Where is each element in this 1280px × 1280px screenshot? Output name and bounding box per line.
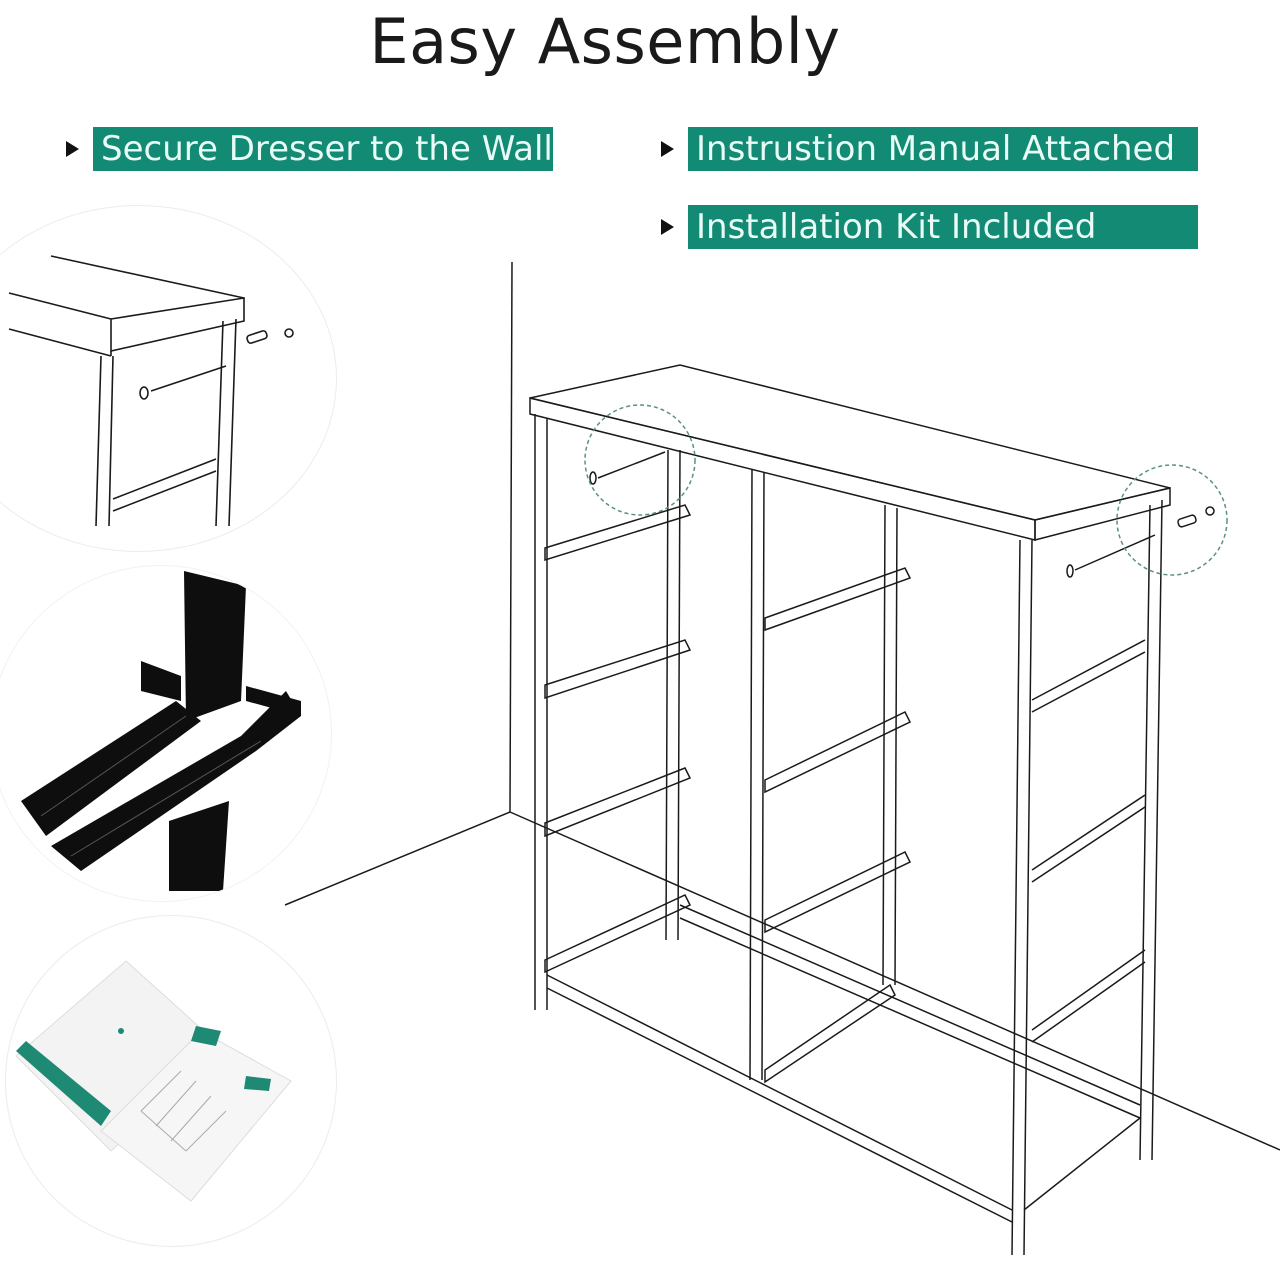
triangle-bullet-icon bbox=[661, 219, 674, 235]
feature-label: Instrustion Manual Attached bbox=[688, 127, 1198, 171]
feature-secure-wall: Secure Dresser to the Wall bbox=[66, 127, 553, 171]
triangle-bullet-icon bbox=[66, 141, 79, 157]
feature-kit: Installation Kit Included bbox=[661, 205, 1198, 249]
manual-detail-circle bbox=[5, 915, 337, 1247]
bracket-illustration bbox=[21, 571, 301, 891]
triangle-bullet-icon bbox=[661, 141, 674, 157]
wall-anchor-detail-circle bbox=[0, 205, 337, 552]
feature-label: Installation Kit Included bbox=[688, 205, 1198, 249]
page-title: Easy Assembly bbox=[369, 5, 841, 78]
bracket-detail-circle bbox=[0, 565, 332, 902]
feature-manual: Instrustion Manual Attached bbox=[661, 127, 1198, 171]
feature-label: Secure Dresser to the Wall bbox=[93, 127, 553, 171]
manual-illustration bbox=[15, 960, 292, 1202]
dresser-corner-illustration bbox=[8, 255, 294, 527]
